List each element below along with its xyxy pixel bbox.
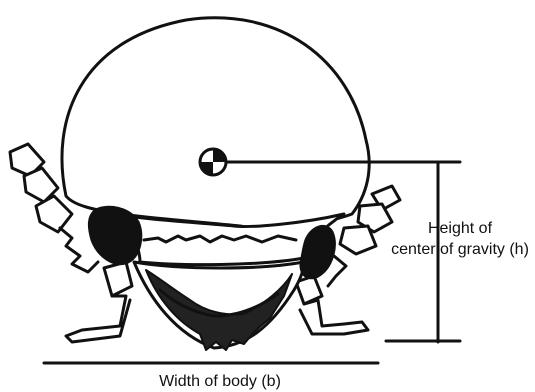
left-hind-leg — [66, 262, 132, 342]
right-hind-leg — [296, 276, 368, 334]
height-of-center-of-gravity-label: Height of center of gravity (h) — [380, 218, 535, 260]
height-label-line-1: Height of — [380, 218, 535, 239]
body-dome — [62, 18, 369, 228]
height-label-line-2: center of gravity (h) — [380, 239, 535, 260]
left-eye — [89, 207, 140, 263]
center-of-gravity-icon — [200, 149, 226, 175]
width-of-body-label: Width of body (b) — [120, 371, 320, 392]
